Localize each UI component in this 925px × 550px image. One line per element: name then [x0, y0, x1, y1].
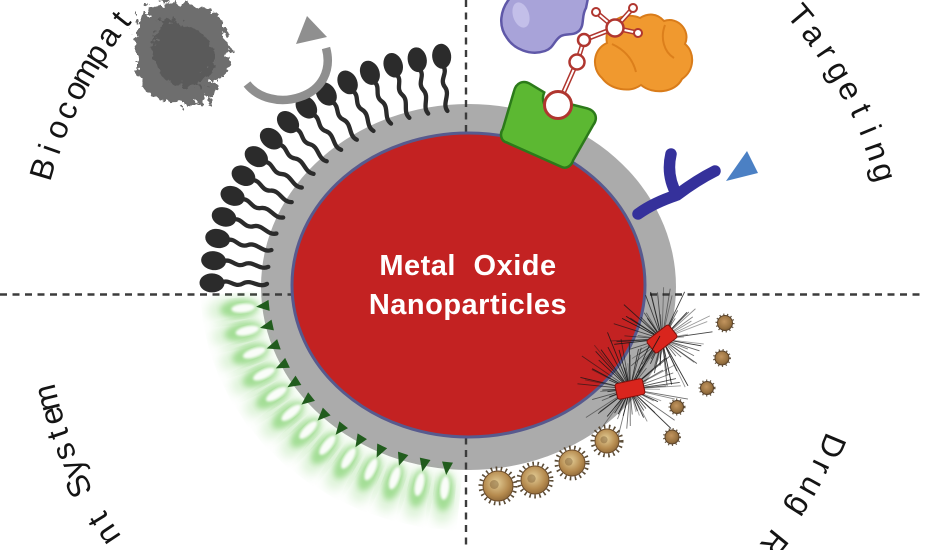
fluorescent-coating — [207, 295, 458, 524]
surfactant-molecule — [295, 95, 344, 152]
purple-blob-highlight — [512, 2, 530, 28]
surfactant-molecule — [211, 207, 279, 236]
released-drug-dot — [698, 379, 716, 397]
magnetic-field-icon — [577, 287, 713, 441]
drug-particles — [478, 313, 735, 506]
released-drug-dot — [663, 428, 681, 446]
fluorophore-unit — [230, 357, 290, 395]
released-drug-dot — [713, 349, 731, 367]
surfactant-molecule — [337, 70, 376, 134]
surfactant-molecule — [231, 165, 294, 205]
surfactant-molecule — [383, 52, 412, 120]
antibody-y-body — [632, 148, 721, 220]
protein-blob-shade — [152, 21, 215, 88]
fluorophore-unit — [403, 457, 432, 520]
antibody-icon — [632, 148, 721, 220]
fluorophore-unit — [350, 443, 388, 503]
fluorophore-unit — [325, 433, 367, 490]
ligand-chain — [543, 3, 643, 120]
surfactant-molecule — [220, 185, 286, 220]
ligand-protein-purple — [500, 0, 589, 54]
nanoparticle-core — [290, 131, 647, 439]
surfactant-molecule — [201, 251, 271, 271]
fluorophore-unit — [261, 392, 315, 438]
surfactant-coating — [199, 43, 452, 293]
fluorophore-unit — [430, 461, 458, 524]
surfactant-molecule — [205, 228, 274, 253]
surfactant-molecule — [432, 43, 452, 114]
fluorophore-unit — [302, 421, 348, 475]
chain-beads — [543, 3, 643, 120]
released-drug-dot — [668, 398, 686, 416]
surfactant-molecule — [244, 146, 304, 190]
surfactant-molecule — [407, 47, 431, 116]
spiky-drug-particle — [516, 461, 554, 499]
surfactant-molecule — [359, 60, 394, 126]
fluorophore-unit — [219, 339, 281, 371]
fluorophore-unit — [244, 375, 302, 417]
protein-corona-blob — [134, 0, 231, 106]
fluorophore-unit — [376, 451, 409, 513]
released-drug-dot — [715, 313, 735, 333]
bar-magnet — [577, 332, 689, 441]
surfactant-molecule — [276, 111, 329, 164]
orange-blob-folds — [611, 24, 675, 73]
adsorption-arrow — [243, 16, 332, 105]
fluorophore-unit — [280, 407, 331, 458]
arrow-head — [296, 16, 327, 44]
spiky-drug-particle — [590, 424, 624, 458]
surfactant-molecule — [259, 127, 316, 177]
spiky-drug-particle — [554, 445, 590, 481]
spiky-drug-particle — [478, 466, 518, 506]
fluorophore-unit — [207, 295, 270, 323]
arrow-arc — [243, 46, 332, 105]
surfactant-molecule — [199, 273, 270, 293]
antigen-triangle — [726, 151, 758, 181]
fluorophore-unit — [212, 318, 274, 347]
